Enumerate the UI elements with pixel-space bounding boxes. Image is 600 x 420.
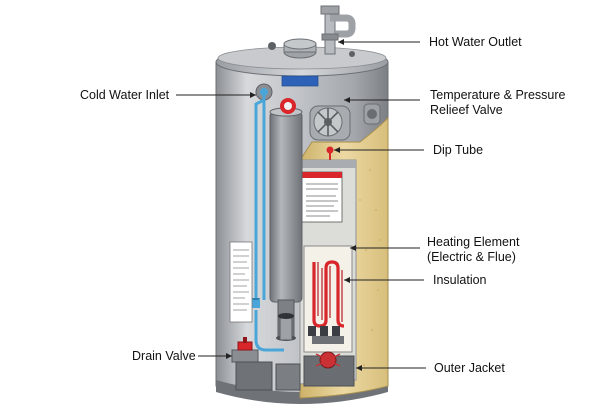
hot-water-outlet-pipe [321,6,352,54]
label-cold-water-inlet: Cold Water Inlet [80,88,170,102]
warning-label [302,172,342,222]
label-heating-element-line1: Heating Element [427,235,520,249]
label-insulation: Insulation [433,273,487,287]
label-tp-valve-line2: Relieef Valve [430,103,503,117]
label-tp-valve-line1: Temperature & Pressure [430,88,566,102]
brand-plate [282,76,318,86]
label-outer-jacket: Outer Jacket [434,361,505,375]
label-dip-tube: Dip Tube [433,143,483,157]
heating-element [304,246,352,352]
label-heating-element-line2: (Electric & Flue) [427,250,516,264]
label-hot-water-outlet: Hot Water Outlet [429,35,522,49]
label-drain-valve: Drain Valve [132,349,196,363]
rating-sticker [230,242,252,322]
